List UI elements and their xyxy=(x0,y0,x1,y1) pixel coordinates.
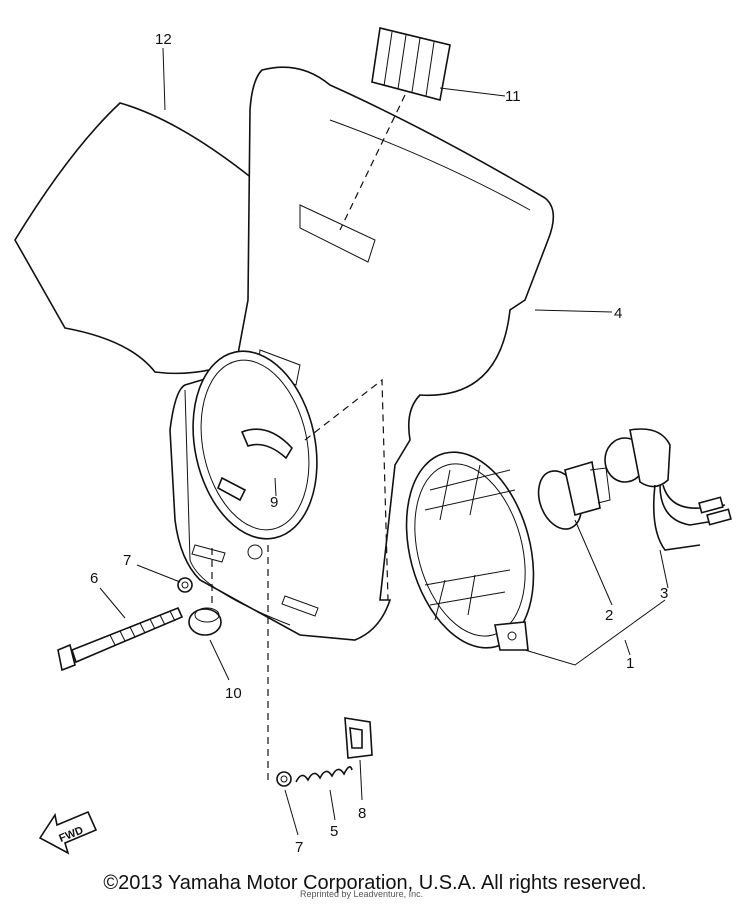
reprint-note: Reprinted by Leadventure, Inc. xyxy=(300,889,424,899)
callout-6: 6 xyxy=(90,570,98,587)
washer-part xyxy=(177,577,193,593)
clip-part xyxy=(344,717,373,759)
number-plate-part xyxy=(14,102,259,375)
connector-part xyxy=(371,27,451,101)
copyright-notice: ©2013 Yamaha Motor Corporation, U.S.A. A… xyxy=(103,872,647,894)
bulb-part xyxy=(537,460,611,530)
callout-7-upper: 7 xyxy=(123,552,131,569)
callout-12: 12 xyxy=(155,31,172,48)
callout-5: 5 xyxy=(330,823,338,840)
fwd-arrow: FWD xyxy=(38,810,98,855)
spring-part xyxy=(276,766,353,787)
callout-11: 11 xyxy=(505,88,521,105)
bolt-part xyxy=(57,606,184,672)
callout-7-lower: 7 xyxy=(295,839,303,856)
headlight-cover-part xyxy=(169,66,555,641)
callout-4: 4 xyxy=(614,305,622,322)
grommet-part xyxy=(188,607,222,636)
callout-10: 10 xyxy=(225,685,242,702)
headlight-unit-part xyxy=(405,451,535,651)
callout-2: 2 xyxy=(605,607,613,624)
socket-part xyxy=(604,428,732,551)
callout-1: 1 xyxy=(626,655,634,672)
callout-9: 9 xyxy=(270,494,278,511)
callout-8: 8 xyxy=(358,805,366,822)
callout-3: 3 xyxy=(660,585,668,602)
